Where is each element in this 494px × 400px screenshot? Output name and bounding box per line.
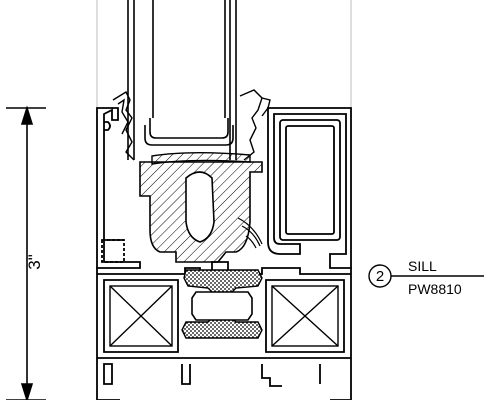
drain-insert: [101, 239, 125, 263]
x-chamber-right: [271, 285, 339, 347]
dimension-label: 3": [25, 254, 44, 270]
frame-box-right: [267, 107, 352, 269]
frame-profile-left: [96, 107, 141, 269]
glazing-unit: [127, 0, 237, 160]
callout-number: 2: [376, 268, 384, 285]
glazing-gasket-right: [239, 89, 271, 161]
thermal-chamber: [191, 291, 253, 321]
detail-callout: 2 SILL PW8810: [368, 258, 484, 297]
x-chamber-left: [109, 285, 173, 347]
dimension-3in: [6, 105, 46, 400]
callout-code: PW8810: [408, 281, 462, 297]
sash-weather-seal: [237, 217, 263, 249]
sill-profile: [96, 261, 352, 400]
glazing-gasket-left: [112, 91, 135, 161]
callout-title: SILL: [408, 258, 437, 274]
frame-extension-lines: [96, 0, 352, 108]
sash-chamber: [185, 171, 215, 243]
